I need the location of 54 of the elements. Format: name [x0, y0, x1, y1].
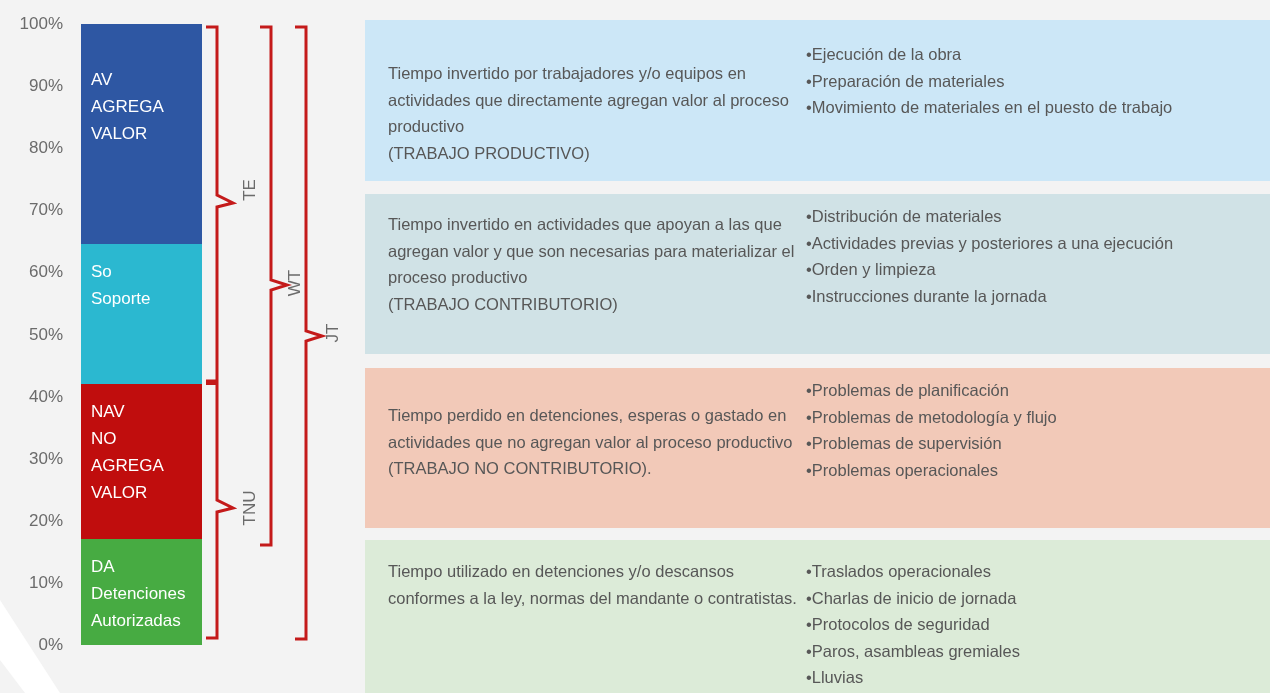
segment-label: NO AGREGA VALOR — [91, 428, 163, 504]
axis-tick-label: 40% — [28, 386, 63, 407]
description-text: Tiempo invertido en actividades que apoyan a las que agregan valor y que son necesarias para materializar el proceso productivo — [388, 214, 796, 289]
axis-tick-label: 50% — [28, 324, 63, 345]
bullet-item: •Charlas de inicio de jornada — [806, 587, 1018, 609]
axis-tick-label: 90% — [28, 76, 63, 97]
description-panel — [365, 368, 1270, 528]
axis-tick-label: 100% — [19, 14, 63, 34]
description-panel — [365, 540, 1270, 693]
bar-segment — [81, 384, 202, 539]
description-text: Tiempo invertido por trabajadores y/o equipos en actividades que directamente agregan valor al proceso productivo — [388, 63, 790, 138]
bullet-item: •Traslados operacionales — [806, 561, 992, 582]
axis-tick-label: 60% — [28, 262, 63, 283]
axis-tick-label: 0% — [38, 635, 63, 655]
axis-tick-label: 70% — [28, 200, 63, 221]
description-text: Tiempo perdido en detenciones, esperas o gastado en actividades que no agregan valor al proceso productivo — [388, 405, 794, 453]
segment-label: DA — [91, 556, 115, 578]
bullet-item: •Paros, asambleas gremiales — [806, 640, 1021, 662]
axis-tick-label: 10% — [28, 572, 63, 593]
bracket-label: WT — [285, 269, 305, 297]
segment-label: AV — [91, 69, 113, 91]
bullet-item: •Problemas de planificación — [806, 380, 1010, 401]
bar-segment — [81, 244, 202, 384]
bar-segment — [81, 539, 202, 645]
bullet-item: •Problemas operacionales — [806, 459, 999, 481]
bullet-item: •Problemas de metodología y flujo — [806, 406, 1058, 428]
description-text: (TRABAJO NO CONTRIBUTORIO). — [388, 458, 653, 480]
segment-label: Soporte — [91, 288, 151, 310]
description-text: (TRABAJO PRODUCTIVO) — [388, 142, 591, 164]
bullet-item: •Protocolos de seguridad — [806, 614, 991, 636]
segment-label: So — [91, 261, 112, 283]
axis-tick-label: 20% — [28, 510, 63, 531]
bullet-item: •Actividades previas y posteriores a una ejecución — [806, 232, 1175, 254]
segment-label: Detenciones Autorizadas — [91, 583, 186, 632]
bar-segment — [81, 24, 202, 244]
description-text: Tiempo utilizado en detenciones y/o descansos conformes a la ley, normas del mandante o contratistas. — [388, 561, 798, 609]
bullet-item: •Lluvias — [806, 667, 865, 689]
bullet-item: •Distribución de materiales — [806, 206, 1003, 227]
bracket-label: TNU — [240, 490, 260, 526]
bullet-item: •Instrucciones durante la jornada — [806, 285, 1048, 307]
axis-tick-label: 80% — [28, 138, 63, 159]
axis-tick-label: 30% — [28, 448, 63, 469]
bullet-item: •Orden y limpieza — [806, 259, 937, 281]
bullet-item: •Ejecución de la obra — [806, 44, 963, 65]
bullet-item: •Movimiento de materiales en el puesto de trabajo — [806, 97, 1174, 119]
segment-label: NAV — [91, 401, 125, 423]
bullet-item: •Problemas de supervisión — [806, 433, 1003, 455]
description-panel — [365, 20, 1270, 181]
bracket-label: TE — [240, 179, 260, 201]
description-text: (TRABAJO CONTRIBUTORIO) — [388, 293, 619, 315]
bullet-item: •Preparación de materiales — [806, 70, 1006, 92]
segment-label: AGREGA VALOR — [91, 96, 163, 145]
bracket-label: JT — [323, 323, 343, 343]
description-panel — [365, 194, 1270, 354]
